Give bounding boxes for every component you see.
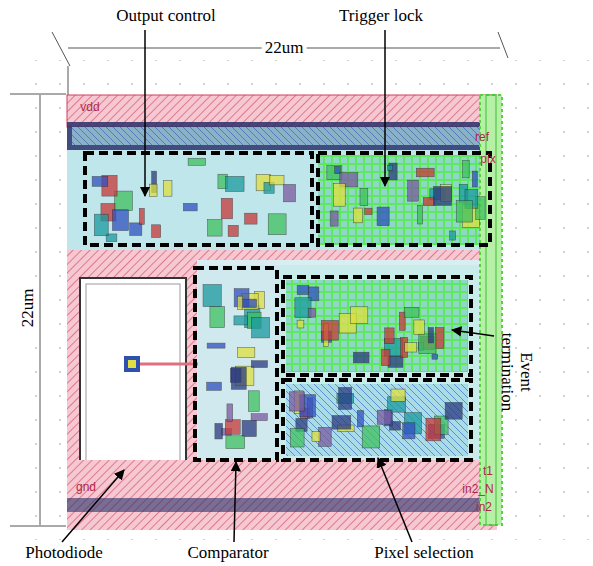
pin-name: in2 (476, 501, 492, 514)
pin-name: in2_N (462, 483, 493, 496)
dimension-label: 22um (19, 286, 38, 331)
pin-name: pix (480, 153, 495, 166)
dimension-label: 22um (262, 39, 307, 58)
pin-name: gnd (76, 481, 96, 494)
block-label: Output control (116, 7, 216, 26)
pin-name: vdd (80, 101, 99, 114)
block-label: Event termination (497, 322, 534, 422)
pin-name: t1 (483, 465, 493, 478)
pin-name: ref (475, 131, 489, 144)
block-label: Pixel selection (374, 544, 474, 563)
block-label: Trigger lock (339, 7, 423, 26)
block-label: Comparator (187, 544, 268, 563)
block-label: Photodiode (25, 544, 102, 563)
